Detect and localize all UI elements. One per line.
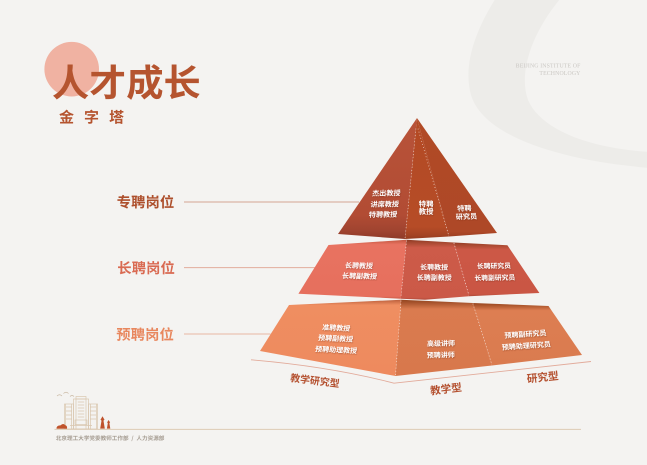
svg-text:TECHNOLOGY: TECHNOLOGY — [539, 71, 581, 77]
svg-text:BEIJING INSTITUTE OF: BEIJING INSTITUTE OF — [516, 63, 581, 69]
